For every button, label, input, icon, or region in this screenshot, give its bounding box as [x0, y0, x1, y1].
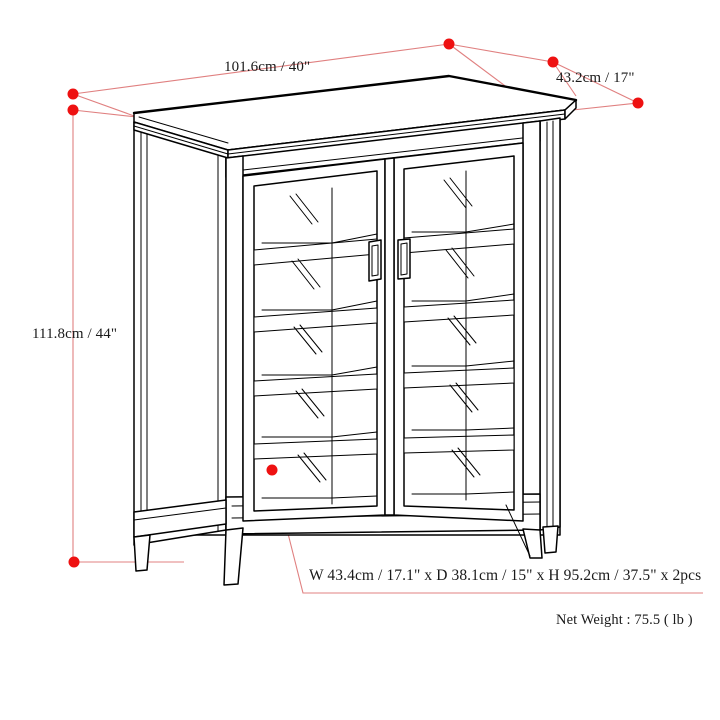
interior-dimension-label: W 43.4cm / 17.1" x D 38.1cm / 15" x H 95…: [309, 567, 702, 584]
width-right-marker: [443, 38, 455, 50]
height-dimension-label: 111.8cm / 44": [32, 326, 118, 342]
cabinet-top: [132, 74, 578, 159]
door-handle-left[interactable]: [368, 239, 382, 282]
cabinet-leg-front-right: [522, 528, 543, 559]
interior-callout-marker: [266, 464, 278, 476]
cabinet-center-stile: [384, 157, 395, 516]
left-door-interior-shelves: [261, 187, 378, 505]
cabinet-leg-back-right: [505, 504, 559, 557]
width-left-tie: [72, 93, 138, 118]
right-door-muntins: [403, 228, 515, 454]
height-top-tie: [72, 109, 138, 118]
cabinet-door-right[interactable]: [393, 142, 524, 522]
door-handle-right[interactable]: [397, 238, 411, 280]
cabinet-body: [132, 74, 578, 586]
left-door-glass-area: [253, 170, 378, 512]
right-door-glass-reflections: [443, 177, 481, 478]
cabinet-door-left[interactable]: [242, 158, 386, 522]
right-door-interior-shelves: [411, 170, 515, 501]
depth-tie: [552, 61, 577, 97]
dimension-markers: [67, 38, 644, 568]
depth-dimension-label: 43.2cm / 17": [556, 70, 635, 86]
width-left-marker: [67, 88, 79, 100]
height-bottom-marker: [68, 556, 80, 568]
cabinet-left-side-panel: [133, 121, 227, 546]
cabinet-base-rail: [133, 499, 227, 538]
cabinet-leg-back-left: [133, 534, 151, 572]
net-weight-label: Net Weight : 75.5 ( lb ): [556, 612, 693, 628]
cabinet-right-side: [539, 117, 561, 531]
left-door-glass-reflections: [289, 193, 327, 483]
depth-leader-line-a: [448, 43, 554, 63]
width-leader-line: [72, 43, 450, 95]
depth-leader-line-b: [552, 61, 639, 104]
depth-right-marker: [632, 97, 644, 109]
depth-top-marker: [547, 56, 559, 68]
right-door-glass-area: [403, 155, 515, 511]
left-door-muntins: [253, 238, 378, 460]
height-top-marker: [67, 104, 79, 116]
width-dimension-label: 101.6cm / 40": [224, 59, 311, 75]
cabinet-leg-front-left: [223, 527, 244, 586]
